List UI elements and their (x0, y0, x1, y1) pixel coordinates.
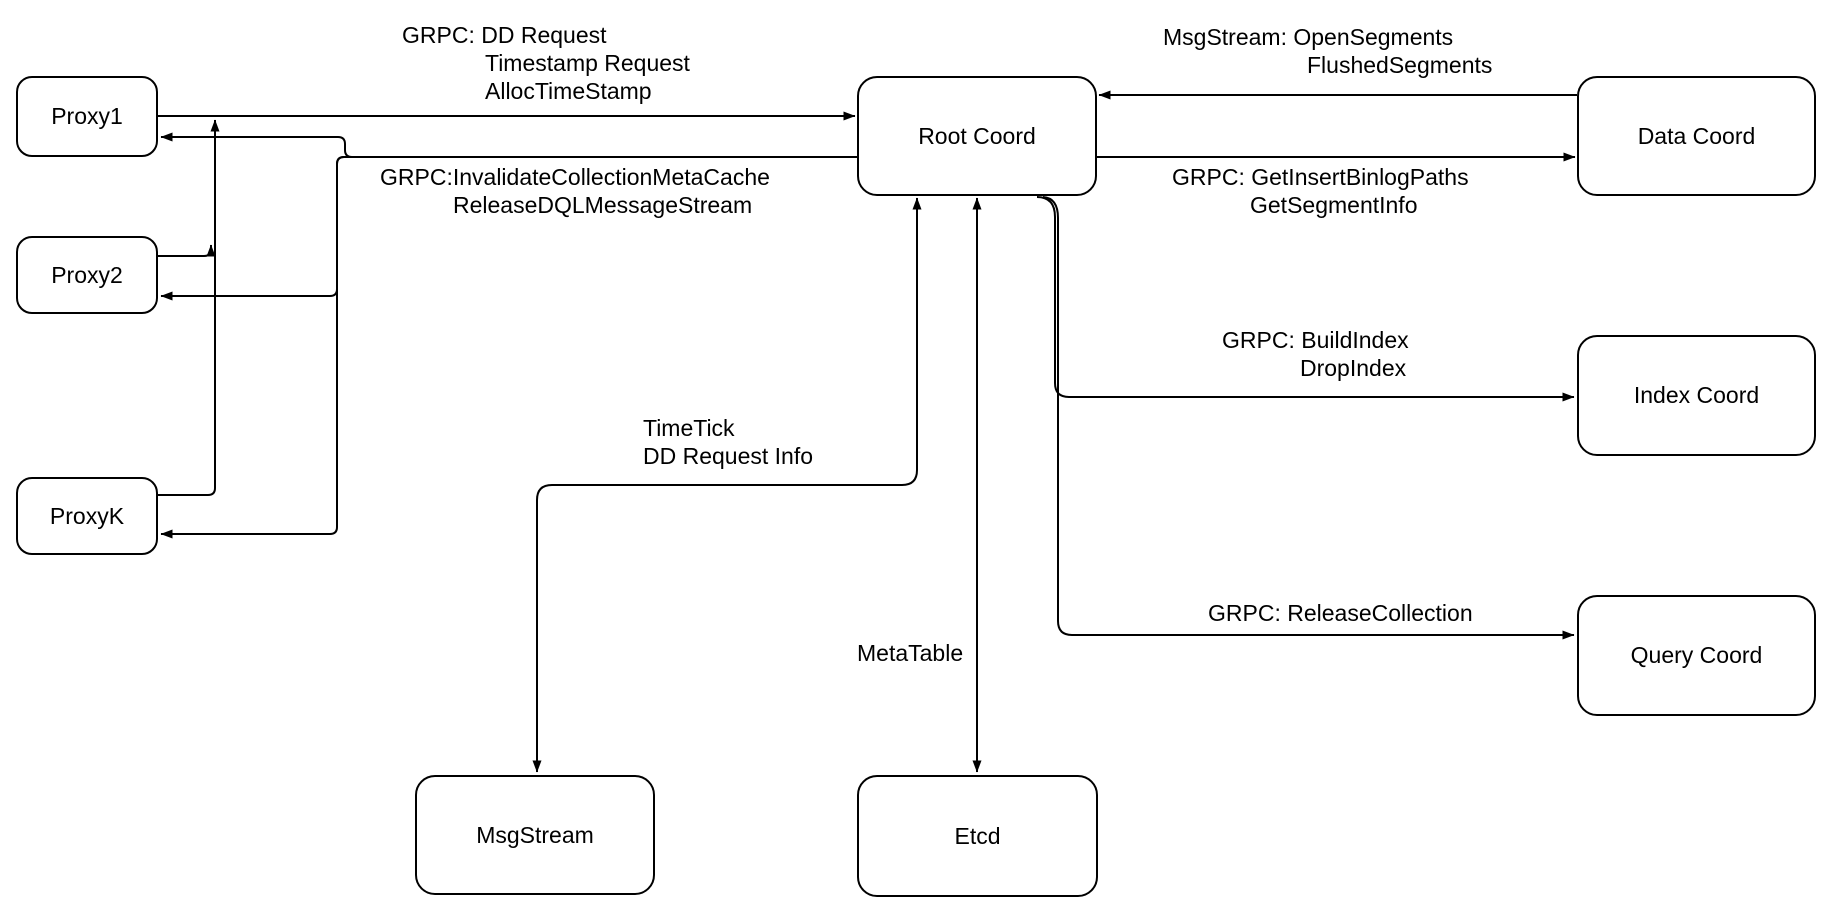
edge-rootcoord-msgstream (532, 197, 922, 773)
edge-label-root-to-proxies: GRPC:InvalidateCollectionMetaCache Relea… (380, 163, 770, 219)
label-line: ReleaseDQLMessageStream (453, 192, 753, 218)
label-line: MsgStream: OpenSegments (1163, 24, 1454, 50)
edge-rootcoord-to-querycoord (1042, 196, 1575, 640)
label-line: AllocTimeStamp (485, 78, 652, 104)
edge-label-root-to-etcd: MetaTable (857, 639, 963, 667)
node-proxy2: Proxy2 (16, 236, 158, 314)
node-data-coord: Data Coord (1577, 76, 1816, 196)
label-line: FlushedSegments (1307, 52, 1493, 78)
label-line: DD Request Info (643, 443, 814, 469)
edge-rootcoord-to-proxyk (160, 156, 857, 539)
label-line: Timestamp Request (485, 50, 690, 76)
edge-rootcoord-to-indexcoord (1036, 196, 1575, 402)
node-index-coord: Index Coord (1577, 335, 1816, 456)
edge-label-data-to-root: MsgStream: OpenSegments FlushedSegments (1163, 23, 1492, 79)
label-line: TimeTick (643, 415, 735, 441)
edge-rootcoord-to-proxy1 (160, 132, 857, 158)
node-msgstream: MsgStream (415, 775, 655, 895)
label-line: DropIndex (1300, 355, 1407, 381)
label-line: MetaTable (857, 640, 964, 666)
edge-label-root-to-msgstream: TimeTick DD Request Info (643, 414, 813, 470)
node-root-coord: Root Coord (857, 76, 1097, 196)
label-line: GRPC: BuildIndex (1222, 327, 1409, 353)
node-proxyk: ProxyK (16, 477, 158, 555)
edge-label-root-to-index: GRPC: BuildIndex DropIndex (1222, 326, 1409, 382)
label-line: GetSegmentInfo (1250, 192, 1418, 218)
edge-label-root-to-query: GRPC: ReleaseCollection (1208, 599, 1473, 627)
edge-label-proxy-to-root: GRPC: DD Request Timestamp Request Alloc… (402, 21, 690, 105)
label-line: GRPC: GetInsertBinlogPaths (1172, 164, 1469, 190)
edge-proxyk-join-up (158, 119, 220, 496)
node-etcd: Etcd (857, 775, 1098, 897)
node-query-coord: Query Coord (1577, 595, 1816, 716)
label-line: GRPC: DD Request (402, 22, 607, 48)
node-proxy1: Proxy1 (16, 76, 158, 157)
edge-label-root-to-data: GRPC: GetInsertBinlogPaths GetSegmentInf… (1172, 163, 1469, 219)
edge-proxy2-join-up (158, 244, 216, 257)
label-line: GRPC:InvalidateCollectionMetaCache (380, 164, 770, 190)
label-line: GRPC: ReleaseCollection (1208, 600, 1473, 626)
